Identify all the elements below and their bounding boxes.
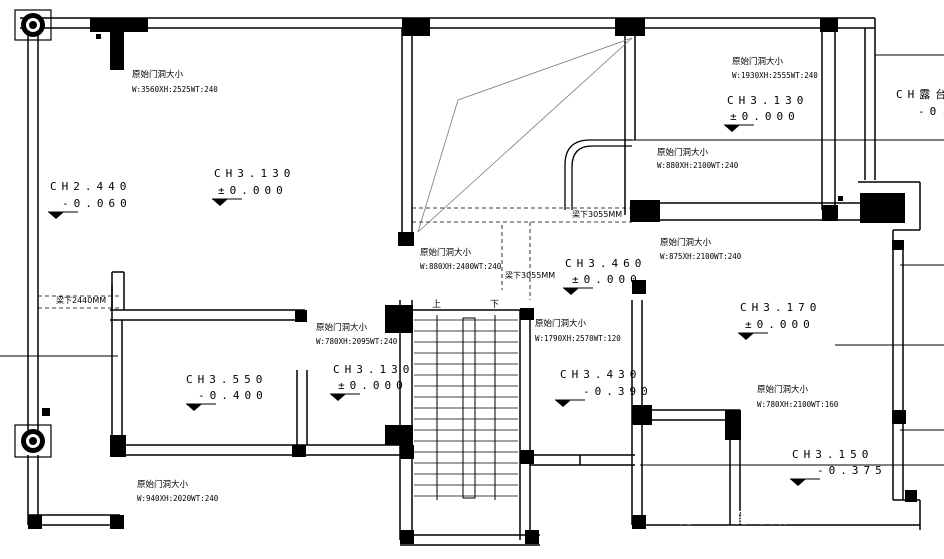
wall-lines — [20, 17, 921, 546]
level-tag: -0.375 — [817, 464, 887, 477]
door-dims: W:780XH:2095WT:240 — [316, 337, 398, 346]
door-label: 原始门洞大小 — [732, 57, 784, 67]
door-label: 原始门洞大小 — [535, 319, 587, 329]
level-tag: ±0.000 — [338, 379, 408, 392]
door-dims: W:780XH:2100WT:160 — [757, 400, 839, 409]
ceiling-height-tag: CH3.130 — [727, 94, 809, 107]
level-tag: ±0.000 — [218, 184, 288, 197]
door-dims: W:1930XH:2555WT:240 — [732, 71, 818, 80]
ceiling-height-tag: CH3.170 — [740, 301, 822, 314]
door-dims: W:940XH:2020WT:240 — [137, 494, 219, 503]
thin-lines — [417, 37, 633, 233]
elevation-marker-triangle — [48, 212, 64, 219]
level-tag: -0. — [918, 105, 944, 118]
ceiling-height-tag: CH3.130 — [214, 167, 296, 180]
level-tag: -0.060 — [62, 197, 132, 210]
elevation-marker-triangle — [563, 288, 579, 295]
watermark: — 分 — 家装修 — [650, 508, 798, 527]
ceiling-height-tag: CH3.550 — [186, 373, 268, 386]
level-tag: ±0.000 — [572, 273, 642, 286]
level-tag: -0.400 — [198, 389, 268, 402]
beam-label: 梁下2440MM — [56, 296, 107, 305]
door-dims: W:1790XH:2570WT:120 — [535, 334, 621, 343]
elevation-marker-triangle — [738, 333, 754, 340]
ceiling-height-tag: CH3.150 — [792, 448, 874, 461]
door-label: 原始门洞大小 — [132, 70, 184, 80]
door-label: 原始门洞大小 — [420, 248, 472, 258]
door-dims: W:875XH:2100WT:240 — [660, 252, 742, 261]
elevation-marker-triangles — [48, 124, 820, 486]
stair-down-label: 下 — [490, 300, 500, 310]
stair-up-label: 上 — [432, 300, 442, 310]
door-dims: W:880XH:2400WT:240 — [420, 262, 502, 271]
stair-rail — [436, 315, 496, 500]
column-blocks — [28, 18, 917, 544]
elevation-marker-triangle — [212, 199, 228, 206]
stair-treads — [414, 319, 518, 497]
door-label: 原始门洞大小 — [660, 238, 712, 248]
door-label: 原始门洞大小 — [137, 480, 189, 490]
ceiling-height-tag: CH露台 — [896, 88, 944, 101]
door-dims: W:3560XH:2525WT:240 — [132, 85, 218, 94]
elevation-marker-triangle — [790, 479, 806, 486]
level-tag: -0.390 — [583, 385, 653, 398]
ceiling-height-tag: CH3.430 — [560, 368, 642, 381]
door-label: 原始门洞大小 — [316, 323, 368, 333]
section-marker-circle — [14, 9, 52, 458]
door-dims: W:880XH:2100WT:240 — [657, 161, 739, 170]
ceiling-height-tag: CH3.130 — [333, 363, 415, 376]
door-label: 原始门洞大小 — [757, 385, 809, 395]
elevation-marker-triangle — [724, 125, 740, 132]
beam-label: 梁下3055MM — [505, 271, 556, 280]
elevation-marker-triangle — [186, 404, 202, 411]
beam-label: 梁下3055MM — [572, 210, 623, 219]
level-tag: ±0.000 — [730, 110, 800, 123]
elevation-marker-triangle — [555, 400, 571, 407]
level-tag: ±0.000 — [745, 318, 815, 331]
elevation-marker-triangle — [330, 394, 346, 401]
door-label: 原始门洞大小 — [657, 148, 709, 158]
beam-dashed-lines — [38, 207, 632, 309]
leader-lines — [0, 54, 944, 466]
ceiling-height-tag: CH2.440 — [50, 180, 132, 193]
ceiling-height-tag: CH3.460 — [565, 257, 647, 270]
